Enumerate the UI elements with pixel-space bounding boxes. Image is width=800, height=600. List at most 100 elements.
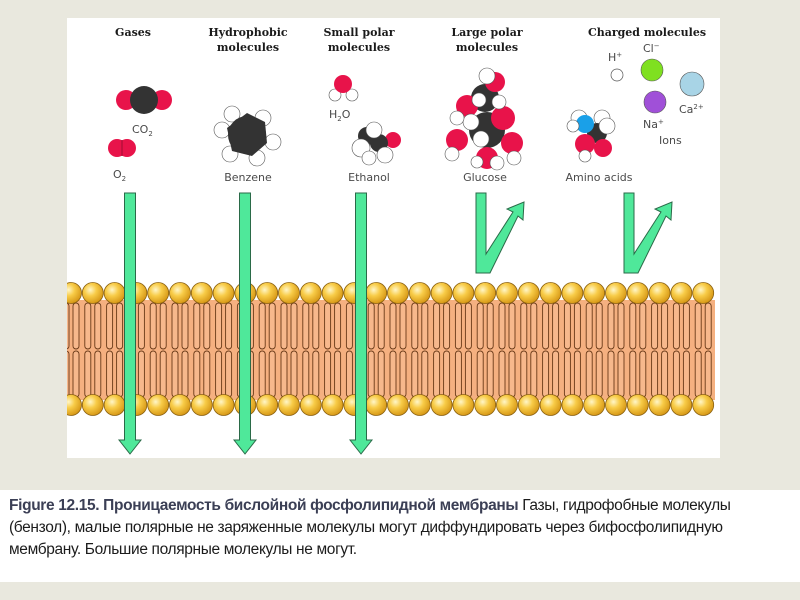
ca-ion-icon xyxy=(679,71,705,97)
lipid-tail xyxy=(290,350,298,398)
co2-label: CO2 xyxy=(132,123,153,138)
glucose-molecule-icon xyxy=(444,67,523,171)
lipid-tail xyxy=(682,350,690,398)
benzene-label: Benzene xyxy=(224,171,272,184)
lipid-head xyxy=(387,282,409,304)
lipid-head xyxy=(430,394,453,416)
lipid-tail xyxy=(520,302,528,350)
lipid-tail xyxy=(508,350,516,398)
lipid-head xyxy=(430,282,453,304)
svg-text:Hydrophobic: Hydrophobic xyxy=(208,26,288,39)
svg-text:Charged molecules: Charged molecules xyxy=(588,26,706,39)
header-small-polar: Small polar molecules xyxy=(323,26,394,54)
lipid-tail xyxy=(411,302,419,350)
lipid-tail xyxy=(651,302,659,350)
lipid-tail xyxy=(508,302,516,350)
lipid-tail xyxy=(312,350,320,398)
lipid-tail xyxy=(159,302,167,350)
lipid-head xyxy=(256,394,279,416)
lipid-tail xyxy=(171,350,179,398)
header-hydrophobic: Hydrophobic molecules xyxy=(208,26,288,54)
lipid-tail xyxy=(563,302,571,350)
lipid-tail xyxy=(149,350,157,398)
lipid-head xyxy=(365,282,388,304)
lipid-head xyxy=(561,282,584,304)
lipid-tail xyxy=(661,302,669,350)
lipid-head xyxy=(605,282,627,304)
lipid-head xyxy=(583,394,606,416)
amino-acids-label: Amino acids xyxy=(565,171,632,184)
lipid-tail xyxy=(72,350,80,398)
lipid-tail xyxy=(433,302,441,350)
lipid-head xyxy=(169,282,191,304)
lipid-head xyxy=(517,282,540,304)
lipid-head xyxy=(278,394,300,416)
lipid-tail xyxy=(345,350,353,398)
h-ion-label: H+ xyxy=(608,51,622,64)
lipid-tail xyxy=(530,350,538,398)
lipid-tail xyxy=(106,350,114,398)
lipid-tail xyxy=(694,350,702,398)
lipid-tail xyxy=(215,350,223,398)
lipid-tail xyxy=(607,350,615,398)
lipid-tail xyxy=(203,350,211,398)
lipid-tail xyxy=(137,350,145,398)
lipid-tail xyxy=(171,302,179,350)
lipid-head xyxy=(517,394,540,416)
lipid-tail xyxy=(334,350,342,398)
ethanol-molecule-icon xyxy=(351,121,401,166)
lipid-head xyxy=(321,394,344,416)
ca-ion-label: Ca2+ xyxy=(679,103,704,116)
gases-permeation-arrow xyxy=(117,192,143,455)
charged-repelled-arrow xyxy=(623,192,673,274)
lipid-tail xyxy=(106,302,114,350)
lipid-tail xyxy=(454,350,462,398)
lipid-head xyxy=(670,282,693,304)
lipid-tail xyxy=(159,350,167,398)
lipid-tail xyxy=(258,350,266,398)
co2-molecule-icon xyxy=(116,86,172,114)
lipid-tail xyxy=(585,350,593,398)
lipid-tail xyxy=(704,350,712,398)
lipid-tail xyxy=(464,302,472,350)
lipid-tail xyxy=(225,350,233,398)
cl-ion-label: Cl− xyxy=(643,42,660,55)
lipid-tail xyxy=(595,350,603,398)
lipid-head xyxy=(365,394,388,416)
lipid-tail xyxy=(486,302,494,350)
lipid-tail xyxy=(290,302,298,350)
lipid-tail xyxy=(302,350,310,398)
lipid-tail xyxy=(563,350,571,398)
h2o-molecule-icon xyxy=(328,75,359,102)
svg-text:Small polar: Small polar xyxy=(323,26,394,39)
lipid-head xyxy=(692,394,715,416)
lipid-head xyxy=(539,282,562,304)
lipid-tail xyxy=(552,302,560,350)
lipid-tail xyxy=(573,302,581,350)
lipid-tail xyxy=(72,302,80,350)
lipid-tail xyxy=(377,302,385,350)
lipid-head xyxy=(626,282,649,304)
lipid-tail xyxy=(149,302,157,350)
lipid-head xyxy=(692,282,715,304)
lipid-tail xyxy=(639,302,647,350)
lipid-tail xyxy=(116,302,124,350)
lipid-tail xyxy=(454,302,462,350)
lipid-tail xyxy=(421,302,429,350)
membrane-permeability-figure: Gases Hydrophobic molecules Small polar … xyxy=(67,18,720,458)
lipid-tail xyxy=(389,302,397,350)
lipid-head xyxy=(496,282,518,304)
lipid-head xyxy=(212,282,235,304)
lipid-head xyxy=(605,394,627,416)
svg-text:molecules: molecules xyxy=(217,41,279,54)
lipid-tail xyxy=(552,350,560,398)
lipid-tail xyxy=(542,302,550,350)
lipid-head xyxy=(169,394,191,416)
lipid-head xyxy=(496,394,518,416)
lipid-tail xyxy=(682,302,690,350)
lipid-tail xyxy=(324,302,332,350)
svg-text:molecules: molecules xyxy=(328,41,390,54)
na-ion-label: Na+ xyxy=(643,118,664,131)
lipid-tail xyxy=(268,350,276,398)
lipid-tail xyxy=(595,302,603,350)
